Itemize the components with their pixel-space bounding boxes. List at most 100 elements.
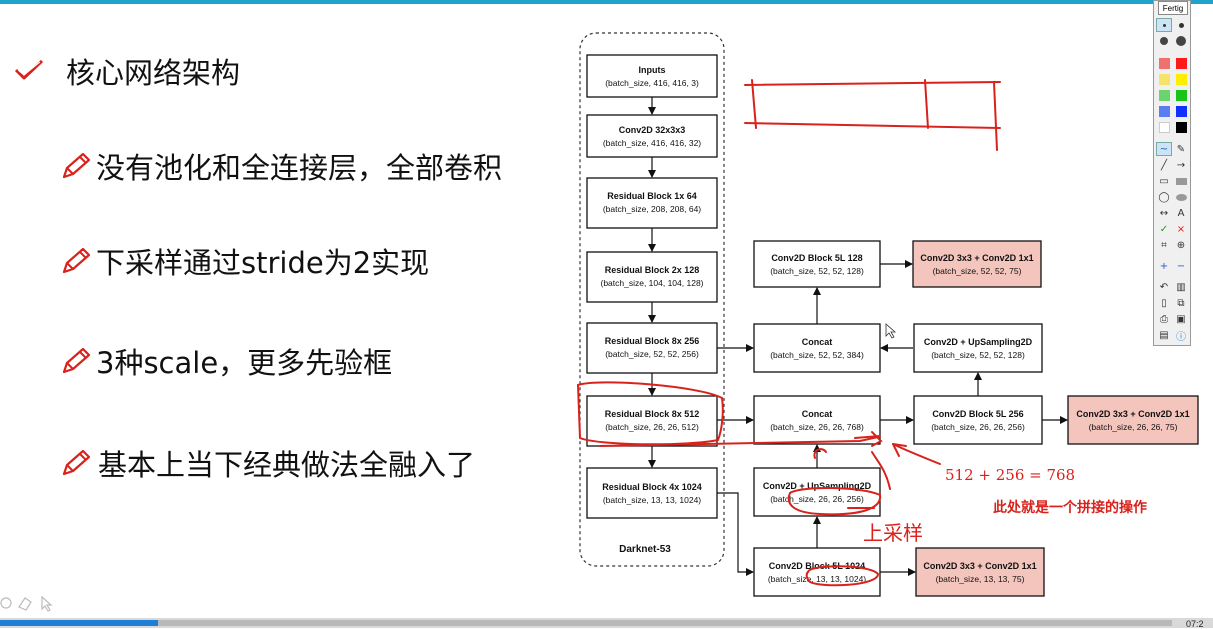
bullet-item: 3种scale，更多先验框 xyxy=(58,340,392,382)
filled-rectangle-icon[interactable] xyxy=(1173,174,1189,188)
check-icon[interactable]: ✓ xyxy=(1159,223,1169,235)
backbone-block: Residual Block 2x 128 (batch_size, 104, … xyxy=(586,251,718,303)
backbone-block: Residual Block 1x 64 (batch_size, 208, 2… xyxy=(586,177,718,229)
trash-icon[interactable]: ▥ xyxy=(1176,281,1186,293)
rectangle-tool-icon[interactable]: ▭ xyxy=(1159,175,1169,187)
filled-ellipse-icon[interactable] xyxy=(1173,190,1189,204)
conv-block-1024: Conv2D Block 5L 1024 (batch_size, 13, 13… xyxy=(753,547,881,597)
bullet-item: 没有池化和全连接层，全部卷积 xyxy=(58,145,502,187)
svg-text:(batch_size, 52, 52, 128): (batch_size, 52, 52, 128) xyxy=(770,266,864,276)
minus-icon[interactable]: − xyxy=(1176,260,1186,272)
backbone-block: Residual Block 4x 1024 (batch_size, 13, … xyxy=(586,467,718,519)
ellipse-tool-icon[interactable]: ◯ xyxy=(1158,191,1170,203)
mouse-cursor-icon xyxy=(885,323,897,339)
pen-icon[interactable] xyxy=(0,597,12,609)
output-block-13: Conv2D 3x3 + Conv2D 1x1 (batch_size, 13,… xyxy=(915,547,1045,597)
color-lightblue-swatch[interactable] xyxy=(1156,104,1172,118)
upsample-annotation: 上采样 xyxy=(863,521,923,545)
svg-text:Conv2D Block 5L 1024: Conv2D Block 5L 1024 xyxy=(769,561,865,571)
color-white-swatch[interactable] xyxy=(1156,120,1172,134)
save-icon[interactable]: ▣ xyxy=(1176,313,1186,325)
backbone-block: Conv2D 32x3x3 (batch_size, 416, 416, 32) xyxy=(586,114,718,158)
svg-text:(batch_size, 208, 208, 64): (batch_size, 208, 208, 64) xyxy=(603,204,701,214)
cross-icon[interactable]: × xyxy=(1176,223,1186,235)
medium-dot-tool[interactable] xyxy=(1173,18,1189,32)
svg-text:Conv2D 3x3 + Conv2D 1x1: Conv2D 3x3 + Conv2D 1x1 xyxy=(1076,409,1189,419)
time-label: 07:2 xyxy=(1186,619,1204,629)
bullet-text: 没有池化和全连接层，全部卷积 xyxy=(96,151,503,185)
progress-fill xyxy=(0,620,159,626)
corner-tool-icons xyxy=(0,595,53,612)
toolbox-title: Fertig xyxy=(1158,1,1188,15)
eraser-icon[interactable] xyxy=(18,597,32,611)
bullet-text: 基本上当下经典做法全融入了 xyxy=(98,448,476,482)
svg-text:Residual Block 8x 512: Residual Block 8x 512 xyxy=(605,409,700,419)
pencil-icon xyxy=(62,347,91,374)
svg-text:Conv2D Block 5L 128: Conv2D Block 5L 128 xyxy=(771,253,862,263)
color-red-swatch[interactable] xyxy=(1173,56,1189,70)
pencil-icon xyxy=(62,449,91,476)
image-icon[interactable]: ▤ xyxy=(1159,329,1169,341)
svg-text:Conv2D 3x3 + Conv2D 1x1: Conv2D 3x3 + Conv2D 1x1 xyxy=(923,561,1036,571)
zoom-icon[interactable]: ⊕ xyxy=(1176,239,1186,251)
concat-block-768: Concat (batch_size, 26, 26, 768) xyxy=(753,395,881,445)
backbone-block: Residual Block 8x 512 (batch_size, 26, 2… xyxy=(586,395,718,447)
svg-text:Inputs: Inputs xyxy=(639,65,666,75)
xlarge-dot-tool[interactable] xyxy=(1173,34,1189,48)
conv-block-128: Conv2D Block 5L 128 (batch_size, 52, 52,… xyxy=(753,240,881,288)
print-icon[interactable]: ⎙ xyxy=(1160,313,1168,325)
backbone-block: Inputs (batch_size, 416, 416, 3) xyxy=(586,54,718,98)
info-icon[interactable]: ⓘ xyxy=(1176,331,1186,343)
color-blue-swatch[interactable] xyxy=(1173,104,1189,118)
backbone-block: Residual Block 8x 256 (batch_size, 52, 5… xyxy=(586,322,718,374)
svg-text:Residual Block 8x 256: Residual Block 8x 256 xyxy=(605,336,700,346)
double-arrow-icon[interactable]: ↔ xyxy=(1159,207,1169,219)
color-black-swatch[interactable] xyxy=(1173,120,1189,134)
progress-track[interactable] xyxy=(0,620,1172,626)
svg-text:Residual Block 1x 64: Residual Block 1x 64 xyxy=(607,191,697,201)
darknet-label: Darknet-53 xyxy=(619,544,671,555)
line-tool-icon[interactable]: ╱ xyxy=(1160,159,1168,171)
svg-text:(batch_size, 52, 52, 128): (batch_size, 52, 52, 128) xyxy=(931,350,1025,360)
crop-icon[interactable]: ⌗ xyxy=(1161,239,1167,251)
upsample-block-256: Conv2D + UpSampling2D (batch_size, 26, 2… xyxy=(753,467,881,517)
large-dot-tool[interactable] xyxy=(1156,34,1172,48)
pencil-icon xyxy=(62,152,91,179)
small-dot-tool[interactable] xyxy=(1156,18,1172,32)
new-page-icon[interactable]: ▯ xyxy=(1161,297,1167,309)
svg-text:(batch_size, 52, 52, 384): (batch_size, 52, 52, 384) xyxy=(770,350,864,360)
drawing-toolbox: Fertig ~ ✎ ╱ → ▭ ◯ ↔ A ✓ × ⌗ ⊕ + − ↶ ▥ ▯… xyxy=(1153,0,1191,346)
svg-text:Concat: Concat xyxy=(802,409,833,419)
sum-annotation: 512 + 256 = 768 xyxy=(945,466,1075,484)
bullet-item: 基本上当下经典做法全融入了 xyxy=(58,442,475,484)
conv-block-256: Conv2D Block 5L 256 (batch_size, 26, 26,… xyxy=(913,395,1043,445)
text-tool-icon[interactable]: A xyxy=(1177,207,1185,219)
svg-text:(batch_size, 26, 26, 512): (batch_size, 26, 26, 512) xyxy=(605,422,699,432)
svg-text:Conv2D + UpSampling2D: Conv2D + UpSampling2D xyxy=(763,481,872,491)
svg-text:(batch_size, 13, 13, 1024): (batch_size, 13, 13, 1024) xyxy=(603,495,701,505)
undo-icon[interactable]: ↶ xyxy=(1159,281,1169,293)
svg-text:(batch_size, 13, 13, 1024): (batch_size, 13, 13, 1024) xyxy=(768,574,866,584)
concat-annotation: 此处就是一个拼接的操作 xyxy=(993,499,1147,516)
highlighter-icon[interactable]: ✎ xyxy=(1176,143,1186,155)
color-green-swatch[interactable] xyxy=(1173,88,1189,102)
copy-icon[interactable]: ⧉ xyxy=(1177,297,1185,309)
output-block-52: Conv2D 3x3 + Conv2D 1x1 (batch_size, 52,… xyxy=(912,240,1042,288)
color-lightyellow-swatch[interactable] xyxy=(1156,72,1172,86)
arrow-tool-icon[interactable]: → xyxy=(1176,159,1186,171)
pointer-icon[interactable] xyxy=(41,595,53,612)
plus-icon[interactable]: + xyxy=(1159,260,1169,272)
color-lightgreen-swatch[interactable] xyxy=(1156,88,1172,102)
upsample-block-128: Conv2D + UpSampling2D (batch_size, 52, 5… xyxy=(913,323,1043,373)
red-ink-annotations xyxy=(576,79,1001,587)
svg-text:(batch_size, 104, 104, 128): (batch_size, 104, 104, 128) xyxy=(600,278,703,288)
svg-text:(batch_size, 26, 26, 75): (batch_size, 26, 26, 75) xyxy=(1089,422,1178,432)
freehand-pen-icon[interactable]: ~ xyxy=(1156,142,1172,156)
svg-text:Residual Block 2x 128: Residual Block 2x 128 xyxy=(605,265,700,275)
svg-text:(batch_size, 416, 416, 3): (batch_size, 416, 416, 3) xyxy=(605,78,699,88)
bullet-text: 3种scale，更多先验框 xyxy=(96,346,393,380)
color-lightred-swatch[interactable] xyxy=(1156,56,1172,70)
color-yellow-swatch[interactable] xyxy=(1173,72,1189,86)
svg-text:Concat: Concat xyxy=(802,337,833,347)
